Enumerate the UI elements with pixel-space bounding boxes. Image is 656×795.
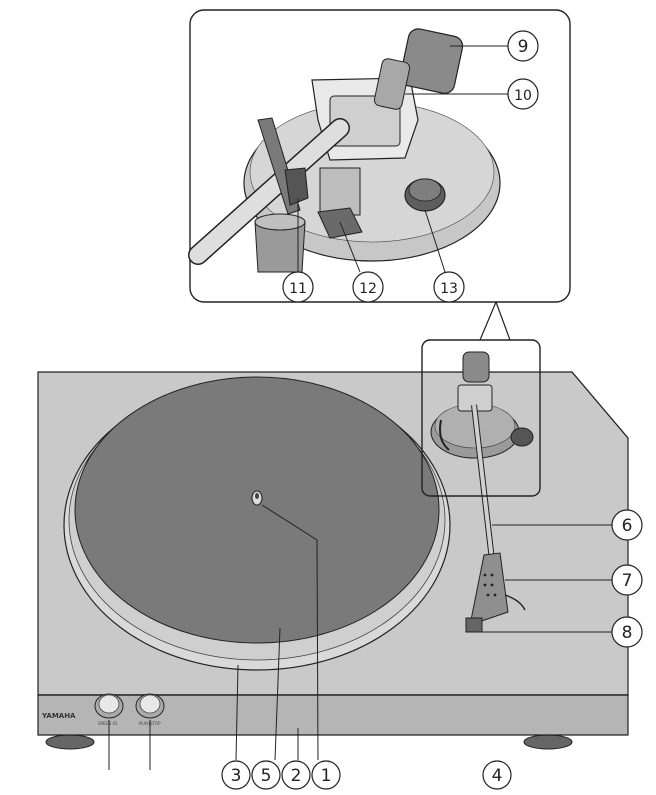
callout-5: 5 bbox=[251, 760, 281, 790]
callout-2: 2 bbox=[281, 760, 311, 790]
callouts: 9 10 11 12 13 6 7 8 bbox=[221, 30, 643, 790]
foot-left bbox=[45, 734, 95, 750]
callout-6: 6 bbox=[611, 509, 643, 541]
svg-text:4: 4 bbox=[492, 766, 503, 786]
callout-4: 4 bbox=[482, 760, 512, 790]
headshell bbox=[469, 552, 509, 626]
callout-3: 3 bbox=[221, 760, 251, 790]
callout-11: 11 bbox=[282, 271, 314, 303]
magnify-region bbox=[421, 339, 541, 497]
svg-text:8: 8 bbox=[622, 623, 633, 643]
callout-1: 1 bbox=[311, 760, 341, 790]
callout-8: 8 bbox=[611, 616, 643, 648]
svg-text:12: 12 bbox=[359, 281, 377, 297]
svg-text:2: 2 bbox=[291, 766, 302, 786]
tonearm-assembly bbox=[430, 351, 534, 633]
counterweight-small bbox=[462, 351, 490, 383]
callout-9: 9 bbox=[507, 30, 539, 62]
plinth-front bbox=[37, 694, 629, 736]
detail-inset bbox=[188, 9, 571, 303]
leader-lines bbox=[108, 45, 612, 770]
svg-text:6: 6 bbox=[622, 516, 633, 536]
callout-7: 7 bbox=[611, 564, 643, 596]
callout-10: 10 bbox=[507, 78, 539, 110]
callout-13: 13 bbox=[433, 271, 465, 303]
svg-text:1: 1 bbox=[321, 766, 332, 786]
foot-right bbox=[523, 734, 573, 750]
svg-text:3: 3 bbox=[231, 766, 242, 786]
svg-text:9: 9 bbox=[518, 37, 529, 57]
svg-text:11: 11 bbox=[289, 281, 307, 297]
platter-mat bbox=[74, 376, 440, 644]
platter bbox=[63, 376, 451, 671]
callout-12: 12 bbox=[352, 271, 384, 303]
svg-text:13: 13 bbox=[440, 281, 458, 297]
svg-text:5: 5 bbox=[261, 766, 272, 786]
plinth-side bbox=[571, 371, 629, 695]
brand-logo: YAMAHA bbox=[41, 712, 76, 720]
svg-text:10: 10 bbox=[514, 88, 532, 104]
inset-tracking-force-dial bbox=[373, 58, 411, 110]
cartridge bbox=[465, 617, 483, 633]
speed-button[interactable]: SPEED 45 bbox=[94, 693, 124, 726]
inset-counterweight bbox=[399, 28, 464, 94]
speed-button-label: SPEED 45 bbox=[98, 721, 118, 726]
svg-text:7: 7 bbox=[622, 571, 633, 591]
